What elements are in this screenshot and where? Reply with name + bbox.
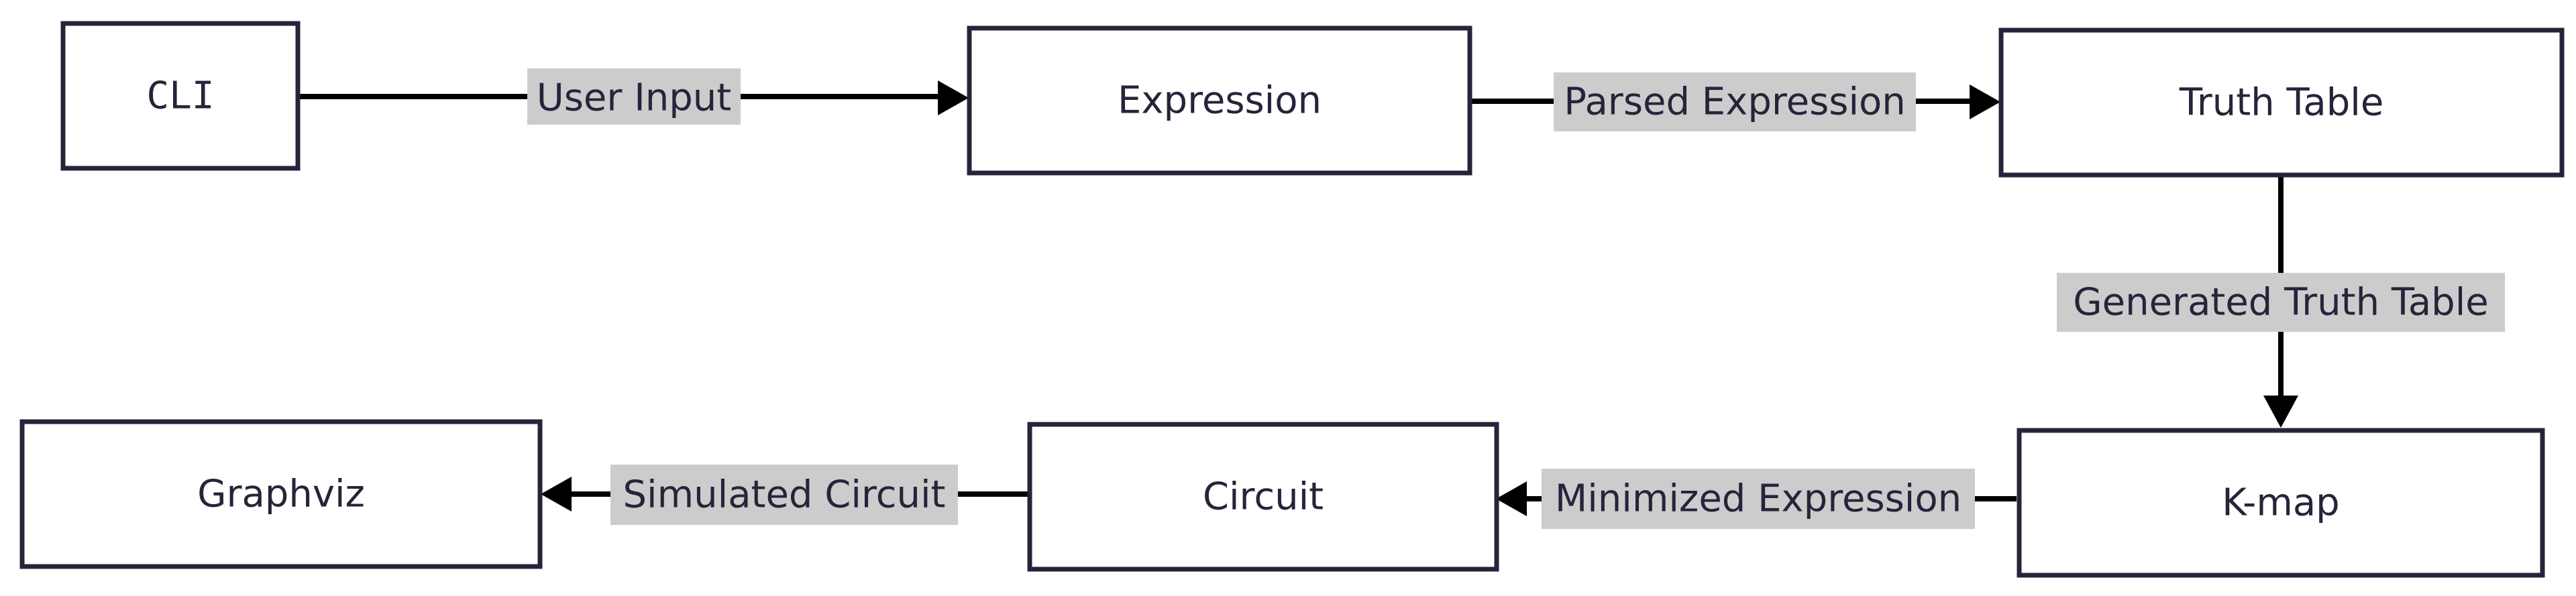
node-cli: CLI [60, 21, 301, 171]
node-truth-table: Truth Table [1998, 27, 2565, 178]
node-graphviz: Graphviz [19, 419, 543, 569]
svg-text:Expression: Expression [1118, 79, 1322, 123]
svg-text:Parsed Expression: Parsed Expression [1564, 80, 1906, 124]
node-circuit: Circuit [1027, 422, 1499, 572]
svg-text:Truth Table: Truth Table [2179, 81, 2384, 125]
svg-text:CLI: CLI [146, 74, 214, 118]
svg-text:Circuit: Circuit [1203, 475, 1324, 519]
svg-text:K-map: K-map [2222, 481, 2339, 525]
arrow-head-icon [541, 477, 572, 512]
arrow-head-icon [2263, 396, 2298, 428]
arrow-head-icon [1496, 481, 1527, 516]
edge-label-parsed-expression: Parsed Expression [1554, 72, 1916, 131]
svg-text:Minimized Expression: Minimized Expression [1555, 477, 1962, 521]
node-expression: Expression [967, 25, 1472, 176]
arrow-head-icon [1970, 84, 2000, 119]
edge-label-user-input: User Input [527, 68, 741, 125]
svg-text:Simulated Circuit: Simulated Circuit [623, 473, 945, 517]
edge-label-simulated-circuit: Simulated Circuit [610, 465, 958, 525]
arrow-head-icon [938, 80, 969, 115]
edge-label-minimized-expression: Minimized Expression [1542, 469, 1975, 529]
node-kmap: K-map [2017, 428, 2545, 578]
svg-text:Graphviz: Graphviz [197, 473, 365, 516]
svg-text:Generated Truth Table: Generated Truth Table [2073, 281, 2488, 324]
svg-text:User Input: User Input [537, 76, 731, 120]
edge-label-generated-truth-table: Generated Truth Table [2057, 273, 2505, 332]
